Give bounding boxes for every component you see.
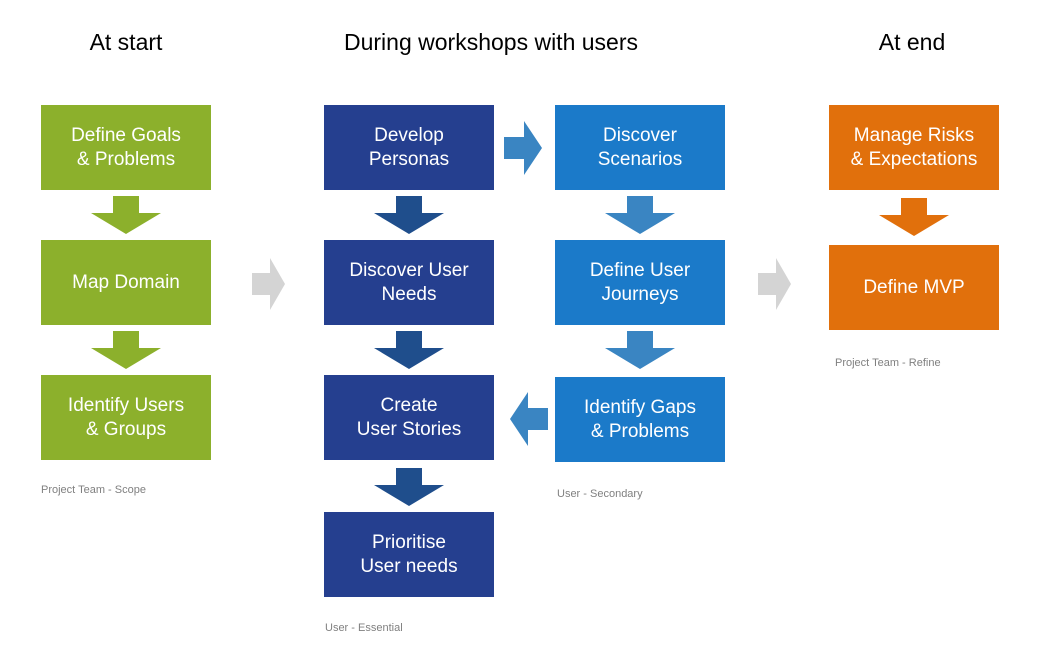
caption-essential: User - Essential xyxy=(325,622,403,634)
node-line-2: & Expectations xyxy=(850,148,978,170)
node-line-2: User Stories xyxy=(356,418,462,440)
caption-secondary: User - Secondary xyxy=(557,488,643,500)
node-line-2: User needs xyxy=(360,555,458,577)
arrow-right-scope-to-workshops-icon xyxy=(252,258,285,310)
node-line-2: & Problems xyxy=(76,148,176,170)
arrow-down-scope-1-to-2-icon xyxy=(91,196,161,234)
node-line-2: & Groups xyxy=(85,418,167,440)
node-line-1: Create xyxy=(380,394,438,416)
node-line-1: Define Goals xyxy=(71,124,181,146)
node-line-1: Discover xyxy=(603,124,677,146)
node-discover-user-needs[interactable]: Discover User Needs xyxy=(324,240,494,325)
node-create-user-stories[interactable]: Create User Stories xyxy=(324,375,494,460)
arrow-down-scenarios-to-journeys-icon xyxy=(605,196,675,234)
node-identify-users-groups[interactable]: Identify Users & Groups xyxy=(41,375,211,460)
node-develop-personas[interactable]: Develop Personas xyxy=(324,105,494,190)
column-header-at-start: At start xyxy=(89,29,163,55)
column-header-during-workshops: During workshops with users xyxy=(343,29,638,55)
arrow-down-needs-to-stories-icon xyxy=(374,331,444,369)
node-line-1: Map Domain xyxy=(72,271,180,293)
arrow-right-personas-to-scenarios-icon xyxy=(504,121,542,175)
node-line-1: Identify Gaps xyxy=(584,396,696,418)
node-define-goals-problems[interactable]: Define Goals & Problems xyxy=(41,105,211,190)
node-identify-gaps-problems[interactable]: Identify Gaps & Problems xyxy=(555,377,725,462)
arrow-down-personas-to-needs-icon xyxy=(374,196,444,234)
node-map-domain[interactable]: Map Domain xyxy=(41,240,211,325)
arrow-down-scope-2-to-3-icon xyxy=(91,331,161,369)
node-line-1: Define User xyxy=(589,259,691,281)
node-prioritise-user-needs[interactable]: Prioritise User needs xyxy=(324,512,494,597)
node-line-1: Manage Risks xyxy=(853,124,975,146)
caption-scope: Project Team - Scope xyxy=(41,484,146,496)
caption-refine: Project Team - Refine xyxy=(835,357,941,369)
node-line-2: Personas xyxy=(368,148,450,170)
arrow-down-stories-to-prioritise-icon xyxy=(374,468,444,506)
node-define-mvp[interactable]: Define MVP xyxy=(829,245,999,330)
node-line-1: Discover User xyxy=(349,259,469,281)
node-line-2: Needs xyxy=(381,283,437,305)
node-line-2: Scenarios xyxy=(597,148,683,170)
column-header-at-end: At end xyxy=(878,29,946,55)
arrow-down-journeys-to-gaps-icon xyxy=(605,331,675,369)
node-line-2: Journeys xyxy=(601,283,679,305)
node-line-1: Identify Users xyxy=(67,394,185,416)
arrow-left-gaps-to-stories-icon xyxy=(510,392,548,446)
node-define-user-journeys[interactable]: Define User Journeys xyxy=(555,240,725,325)
arrow-right-workshops-to-end-icon xyxy=(758,258,791,310)
node-line-1: Prioritise xyxy=(372,531,446,553)
node-line-2: & Problems xyxy=(590,420,690,442)
node-discover-scenarios[interactable]: Discover Scenarios xyxy=(555,105,725,190)
arrow-down-risks-to-mvp-icon xyxy=(879,198,949,236)
node-line-1: Define MVP xyxy=(863,276,965,298)
node-line-1: Develop xyxy=(374,124,444,146)
node-manage-risks-expectations[interactable]: Manage Risks & Expectations xyxy=(829,105,999,190)
